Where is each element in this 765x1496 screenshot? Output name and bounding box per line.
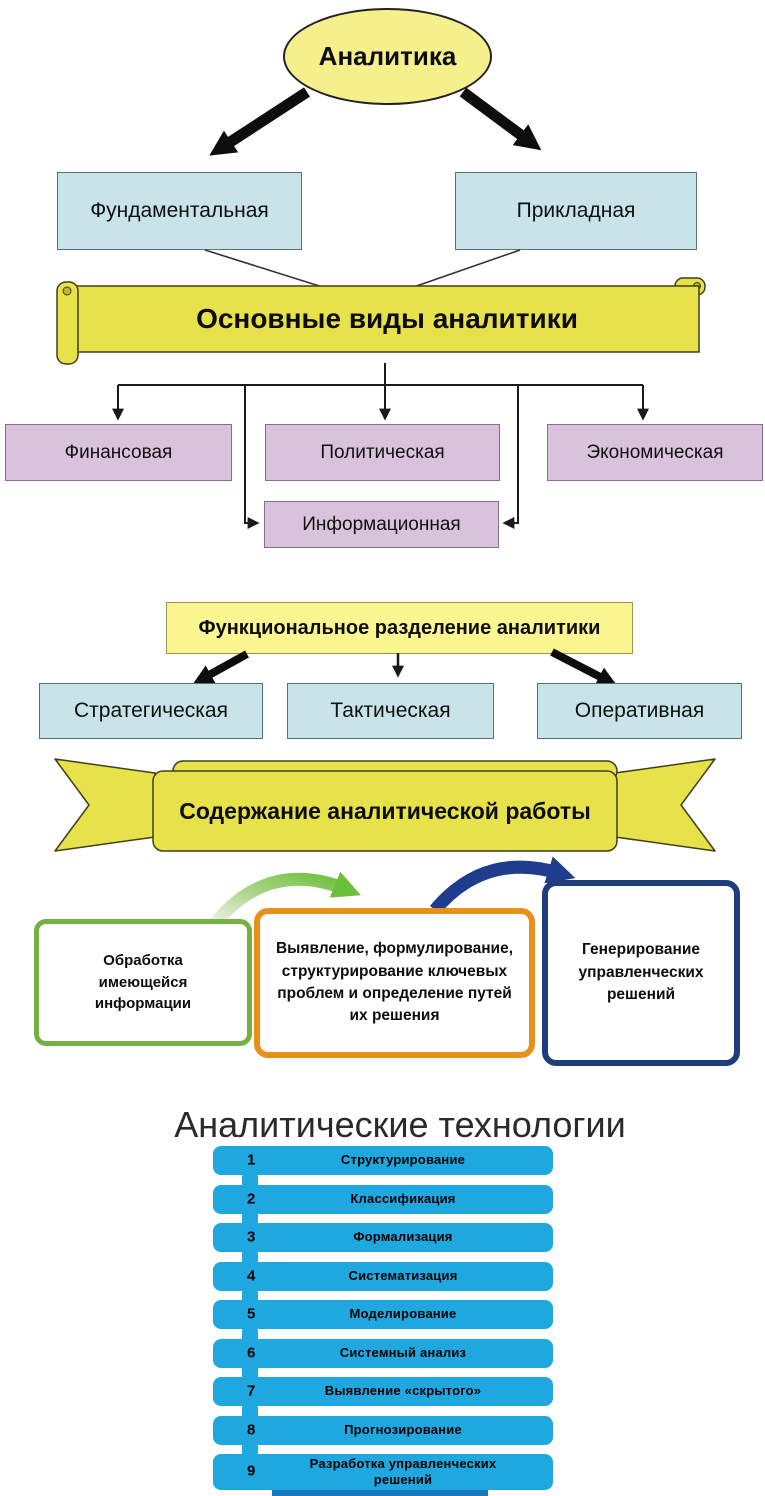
tech-bar: 6 Системный анализ [213,1339,553,1368]
curved-arrow-blue [430,856,576,915]
ribbon-shape [54,758,716,852]
tech-bar-label: Формализация [353,1229,453,1245]
tech-bar: 3 Формализация [213,1223,553,1252]
tech-bar-label: Моделирование [349,1306,457,1322]
arrow-root-right [459,87,542,151]
tech-bar-number: 6 [247,1344,256,1362]
arrow-root-left [209,87,311,156]
root-ellipse: Аналитика [283,8,492,105]
tech-bar-number: 5 [247,1305,256,1323]
tech-bar: 2 Классификация [213,1185,553,1214]
tech-bar: 5 Моделирование [213,1300,553,1329]
tech-footer-strip [272,1487,488,1496]
func-strategic-label: Стратегическая [74,699,228,722]
kind-financial-label: Финансовая [64,441,173,463]
tech-bar-label: Классификация [350,1191,456,1207]
tech-bar-label: Систематизация [348,1268,458,1284]
kind-political-label: Политическая [320,441,445,463]
tech-bar-number: 4 [247,1267,256,1285]
branch-applied-label: Прикладная [516,199,636,222]
functional-arrows [192,648,618,686]
func-box-operational: Оперативная [537,683,742,739]
tech-bar-label: Разработка управленческих решений [309,1455,497,1487]
tech-bar-number: 3 [247,1228,256,1246]
tech-bar-number: 1 [247,1151,256,1169]
kind-box-economic: Экономическая [547,424,763,481]
tech-bar: 8 Прогнозирование [213,1416,553,1445]
scroll-banner: Основные виды аналитики [55,276,715,371]
kind-economic-label: Экономическая [586,441,724,463]
workflow-step1-label: Обработка имеющейся информации [94,951,192,1013]
kind-informational-label: Информационная [302,513,461,535]
func-operational-label: Оперативная [574,699,705,722]
kind-box-financial: Финансовая [5,424,232,481]
func-box-tactical: Тактическая [287,683,494,739]
functional-title-label: Функциональное разделение аналитики [198,616,601,639]
tech-bar-label: Выявление «скрытого» [324,1383,482,1399]
ribbon-label: Содержание аналитической работы [179,797,591,824]
branch-box-fundamental: Фундаментальная [57,172,302,250]
tech-title: Аналитические технологии [174,1104,626,1145]
tech-bar: 1 Структурирование [213,1146,553,1175]
tech-bar-number: 9 [247,1462,256,1480]
tech-bar-number: 2 [247,1190,256,1208]
tech-bar: 9 Разработка управленческих решений [213,1454,553,1490]
scroll-banner-shape [56,277,706,365]
tech-bar-label: Структурирование [340,1152,466,1168]
scroll-banner-label: Основные виды аналитики [196,303,578,334]
tech-bar-label: Системный анализ [339,1345,467,1361]
functional-title-box: Функциональное разделение аналитики [166,602,633,654]
func-tactical-label: Тактическая [330,699,451,722]
root-label: Аналитика [318,41,457,71]
tech-bar-number: 8 [247,1421,256,1439]
arrow-func-left [192,650,249,684]
kinds-connector-tree [112,363,649,529]
tech-bar: 7 Выявление «скрытого» [213,1377,553,1406]
branch-box-applied: Прикладная [455,172,697,250]
workflow-curved-arrows [204,856,576,934]
tech-bar: 4 Систематизация [213,1262,553,1291]
kind-box-political: Политическая [265,424,500,481]
curved-arrow-green [204,871,361,934]
workflow-box-decisions: Генерирование управленческих решений [542,880,740,1066]
tech-bar-label: Прогнозирование [344,1422,462,1438]
workflow-box-problems: Выявление, формулирование, структурирова… [254,908,535,1058]
branch-fundamental-label: Фундаментальная [90,199,269,222]
ribbon-banner: Содержание аналитической работы [45,753,725,857]
workflow-step3-label: Генерирование управленческих решений [578,941,704,1004]
kind-box-informational: Информационная [264,501,499,548]
arrow-func-right [550,648,618,686]
root-arrows [209,87,542,156]
func-box-strategic: Стратегическая [39,683,263,739]
branch-connector-lines [204,249,521,290]
tech-bar-number: 7 [247,1382,256,1400]
workflow-box-processing: Обработка имеющейся информации [34,919,252,1046]
workflow-step2-label: Выявление, формулирование, структурирова… [275,940,514,1025]
